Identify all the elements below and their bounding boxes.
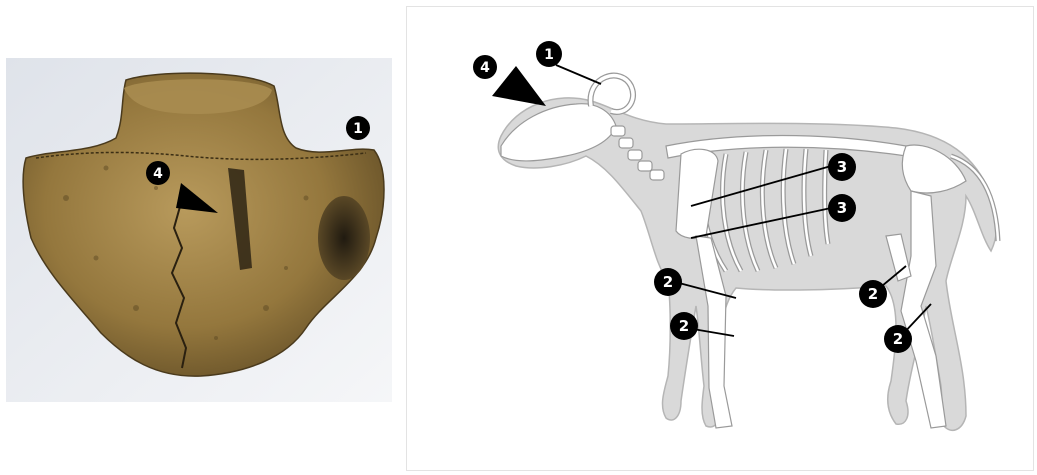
diagram-marker-2c: 2	[859, 280, 887, 308]
diagram-svg: 1 4 3 3 2 2 2 2	[406, 6, 1034, 471]
diagram-marker-4: 4	[473, 55, 497, 79]
diagram-marker-3b: 3	[828, 194, 856, 222]
photo-marker-1-label: 1	[353, 121, 363, 137]
diagram-marker-2d-label: 2	[893, 330, 903, 348]
diagram-marker-2c-label: 2	[868, 285, 878, 303]
diagram-marker-2b: 2	[670, 312, 698, 340]
diagram-marker-3a-label: 3	[837, 158, 847, 176]
diagram-marker-1: 1	[536, 41, 562, 67]
photo-marker-4: 4	[146, 161, 170, 185]
diagram-marker-2b-label: 2	[679, 317, 689, 335]
diagram-marker-2d: 2	[884, 325, 912, 353]
diagram-marker-2a: 2	[654, 268, 682, 296]
photo-marker-4-label: 4	[153, 166, 163, 182]
sheep-skeleton-diagram: 1 4 3 3 2 2 2 2	[406, 6, 1034, 471]
diagram-marker-1-label: 1	[544, 47, 554, 63]
diagram-marker-2a-label: 2	[663, 273, 673, 291]
skull-fragment-photo: 4 1	[6, 58, 392, 402]
diagram-marker-4-label: 4	[480, 60, 490, 76]
skull-photo-svg: 4 1	[6, 58, 392, 402]
photo-marker-1: 1	[346, 116, 370, 140]
diagram-marker-3a: 3	[828, 153, 856, 181]
diagram-marker-3b-label: 3	[837, 199, 847, 217]
horn-core-cavity	[318, 196, 370, 280]
